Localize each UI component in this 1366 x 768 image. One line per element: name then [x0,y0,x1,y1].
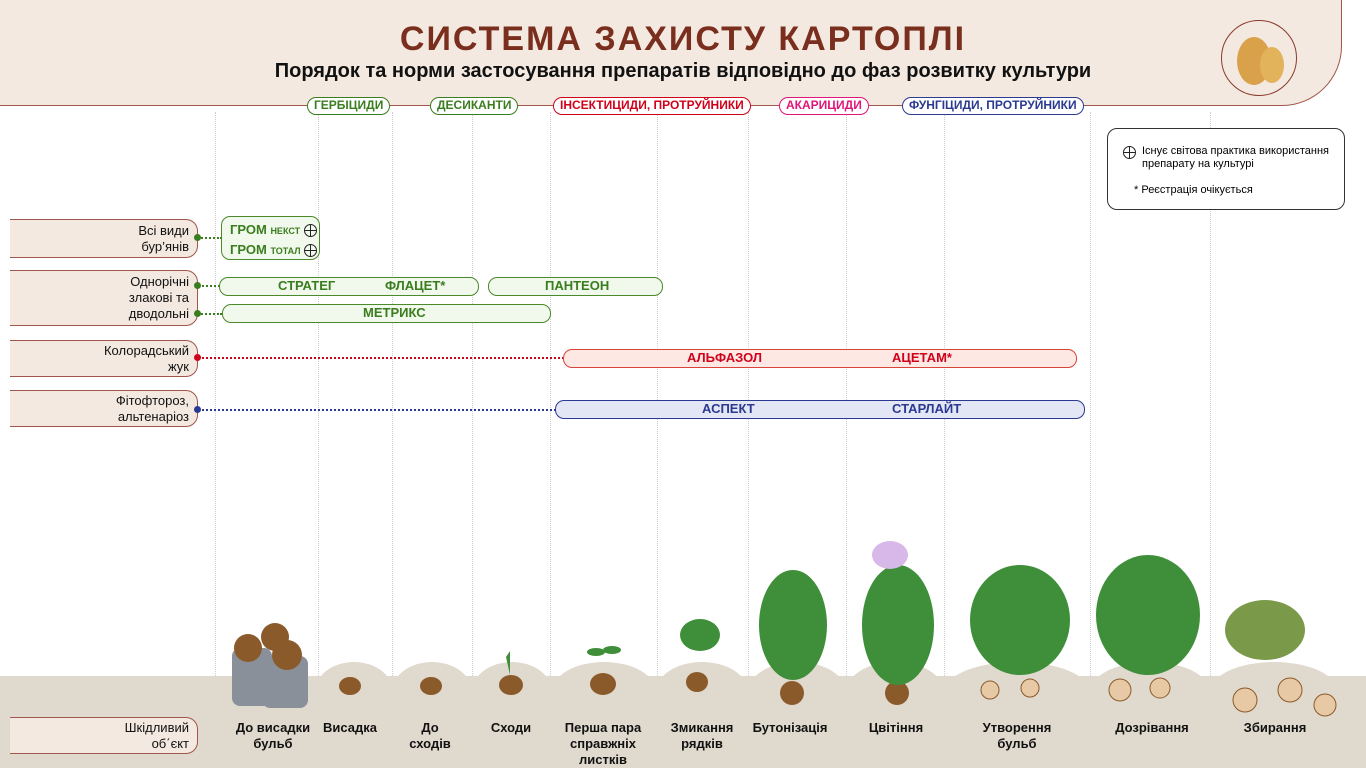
grom-box: ГРОМ НЕКСТ ГРОМ ТОТАЛ [221,216,320,260]
pest-colorado-beetle: Колорадський жук [10,340,198,377]
stage-harvest: Збирання [1243,720,1307,735]
pest-header: Шкідливий об΄єкт [10,717,198,754]
potato-image [1221,20,1297,96]
page-subtitle: Порядок та норми застосування препаратів… [274,60,1092,82]
category-fungicides: ФУНГІЦИДИ, ПРОТРУЙНИКИ [902,97,1084,115]
product-grom-next: ГРОМ [230,222,267,237]
bar-metriks: МЕТРИКС [222,304,551,323]
stage-tuber-formation: Утворення бульб [982,720,1052,751]
stage-row-closure: Змикання рядків [670,720,734,751]
stage-ripening: Дозрівання [1115,720,1189,735]
globe-icon [303,224,317,238]
pest-phytophthora: Фітофтороз, альтенаріоз [10,390,198,427]
stage-flowering: Цвітіння [868,720,924,735]
globe-icon [304,244,318,258]
bar-panteon: ПАНТЕОН [488,277,663,296]
page-title: СИСТЕМА ЗАХИСТУ КАРТОПЛІ [399,20,967,58]
stage-budding: Бутонізація [752,720,828,735]
legend-asterisk-text: * Реєстрація очікується [1134,184,1253,196]
pest-annual-weeds: Однорічні злакові та дводольні [10,270,198,326]
category-acaricides: АКАРИЦИДИ [779,97,869,115]
category-herbicides: ГЕРБІЦИДИ [307,97,391,115]
stage-emergence: Сходи [490,720,532,735]
stage-before-planting: До висадки бульб [235,720,311,751]
pest-all-weeds: Всі види бур’янів [10,219,198,258]
stage-first-leaves: Перша пара справжніх листків [564,720,642,767]
stage-before-emergence: До сходів [409,720,451,751]
header-banner [0,0,1342,106]
product-grom-total: ГРОМ [230,242,267,257]
legend: Існує світова практика використання преп… [1107,128,1345,210]
globe-icon [1123,146,1136,159]
legend-globe-text: Існує світова практика використання преп… [1142,145,1329,170]
stage-planting: Висадка [323,720,377,735]
category-desiccants: ДЕСИКАНТИ [430,97,519,115]
category-insecticides: ІНСЕКТИЦИДИ, ПРОТРУЙНИКИ [553,97,751,115]
plant-illustrations [232,541,1337,717]
